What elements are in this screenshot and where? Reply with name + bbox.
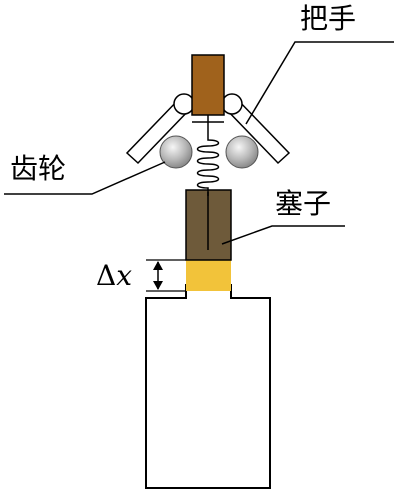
delta-x-marker	[146, 259, 186, 292]
spring	[196, 112, 220, 196]
plug-leader-line	[221, 225, 345, 245]
handle-block	[191, 54, 225, 116]
gear-right	[225, 135, 259, 169]
gear-leader-line	[4, 161, 166, 195]
handle-leader-line	[245, 41, 394, 125]
bottle-body	[145, 284, 271, 489]
handle-arms	[125, 93, 291, 165]
gear-label: 齿轮	[10, 152, 66, 185]
gap-region	[186, 260, 231, 291]
gear-left	[159, 135, 193, 169]
handle-label: 把手	[300, 2, 356, 35]
delta-x-label: Δx	[96, 259, 132, 292]
delta-symbol: Δ	[96, 259, 116, 292]
delta-var: x	[116, 259, 132, 292]
plug-label: 塞子	[275, 187, 331, 220]
